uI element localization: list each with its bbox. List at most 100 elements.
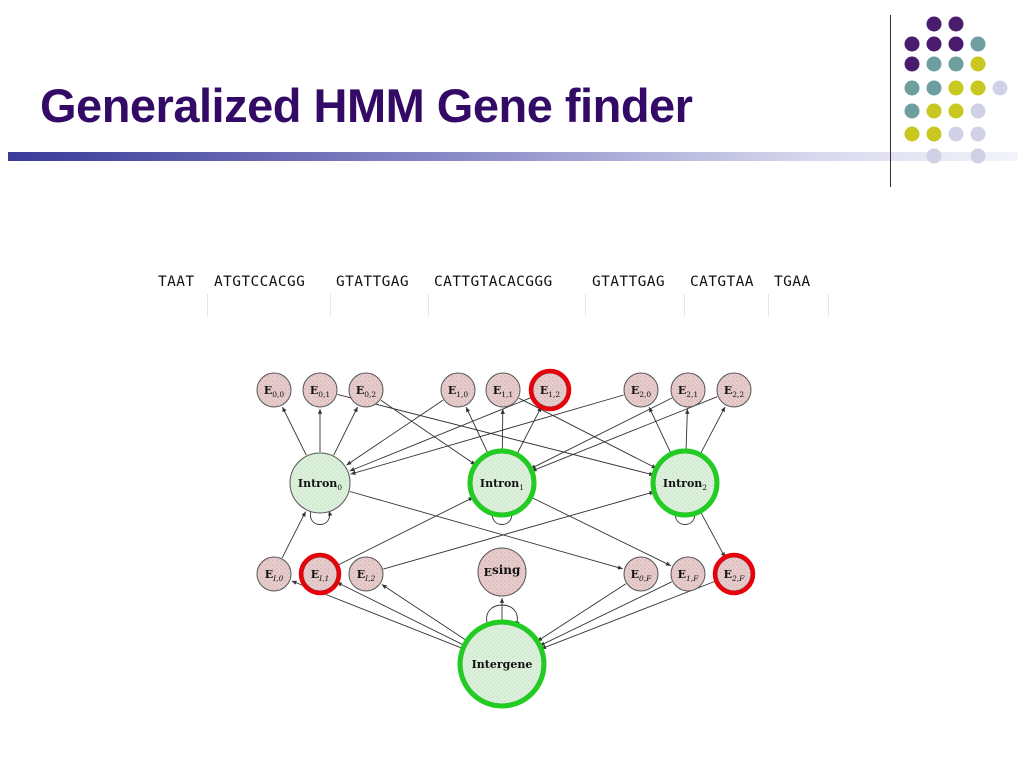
highlight-ring-red bbox=[298, 552, 342, 596]
node-circle bbox=[289, 452, 351, 514]
node-circle bbox=[348, 372, 384, 408]
node-label-subscript: I,0 bbox=[272, 574, 283, 583]
state-node-e22: E2,2 bbox=[716, 372, 752, 408]
state-node-e21: E2,1 bbox=[670, 372, 706, 408]
node-label-subscript: 1,2 bbox=[548, 390, 560, 399]
sequence-segment: TGAA bbox=[774, 274, 811, 290]
node-circle bbox=[716, 372, 752, 408]
corner-divider-line bbox=[890, 15, 891, 187]
node-label-subscript: 0,F bbox=[639, 574, 652, 583]
sequence-segment: GTATTGAG bbox=[592, 274, 666, 290]
node-circle bbox=[716, 556, 752, 592]
node-label-subscript: 0,1 bbox=[318, 390, 330, 399]
node-label-base: E bbox=[493, 384, 501, 397]
node-label-base: E bbox=[631, 568, 639, 581]
transition-arrow bbox=[648, 407, 673, 456]
transition-arrow bbox=[465, 407, 490, 456]
state-node-e10: E1,0 bbox=[440, 372, 476, 408]
transition-arrow bbox=[699, 510, 726, 558]
node-circle bbox=[471, 452, 533, 514]
transition-arrow bbox=[500, 408, 505, 453]
node-label: E2,F bbox=[724, 568, 746, 583]
decor-dot bbox=[926, 103, 942, 119]
sequence-divider bbox=[684, 294, 685, 316]
state-node-intron1: Intron1 bbox=[467, 448, 537, 518]
state-node-intergene: Intergene bbox=[457, 619, 547, 709]
decor-dot bbox=[948, 103, 964, 119]
node-label-base: E bbox=[540, 384, 548, 397]
node-label-base: E bbox=[484, 566, 492, 579]
transition-arrow bbox=[281, 511, 307, 559]
state-node-e2f: E2,F bbox=[712, 552, 756, 596]
decor-dot bbox=[970, 148, 986, 164]
state-node-e01: E0,1 bbox=[302, 372, 338, 408]
node-label-subscript: 0 bbox=[337, 483, 342, 492]
transition-arrow bbox=[350, 394, 624, 475]
self-loop-arrow bbox=[486, 604, 520, 627]
node-label-subscript: 2 bbox=[702, 483, 707, 492]
highlight-ring-green bbox=[457, 619, 547, 709]
node-label: E2,1 bbox=[678, 384, 698, 399]
decor-dot bbox=[904, 56, 920, 72]
state-node-ei2: EI,2 bbox=[348, 556, 384, 592]
node-label-base: E bbox=[311, 568, 319, 581]
self-loop-arrow bbox=[675, 510, 698, 525]
sequence-divider bbox=[585, 294, 586, 316]
transition-arrow bbox=[281, 406, 307, 456]
node-label: E0,1 bbox=[310, 384, 330, 399]
node-label: Intron2 bbox=[663, 477, 707, 492]
node-label-base: Intron bbox=[663, 477, 702, 490]
node-label: Intergene bbox=[472, 658, 533, 671]
sequence-divider bbox=[828, 294, 829, 316]
transition-arrow bbox=[291, 580, 465, 650]
node-label-base: E bbox=[724, 384, 732, 397]
title-underline-bar bbox=[8, 152, 1018, 161]
transition-arrow bbox=[349, 396, 534, 472]
decorative-dot-grid bbox=[904, 16, 1008, 164]
node-label: Intron0 bbox=[298, 477, 342, 492]
transition-arrow bbox=[383, 491, 655, 570]
state-node-e00: E0,0 bbox=[256, 372, 292, 408]
node-label-base: E bbox=[265, 568, 273, 581]
node-label-base: E bbox=[448, 384, 456, 397]
state-node-intron0: Intron0 bbox=[289, 452, 351, 514]
decor-dot bbox=[926, 126, 942, 142]
decor-dot bbox=[970, 36, 986, 52]
node-circle bbox=[461, 623, 543, 705]
transition-arrow bbox=[541, 580, 718, 650]
highlight-ring-green bbox=[650, 448, 720, 518]
node-label: E0,2 bbox=[356, 384, 377, 399]
transition-arrow bbox=[381, 584, 469, 642]
node-label-subscript: 0,0 bbox=[272, 390, 284, 399]
state-node-ei1: EI,1 bbox=[298, 552, 342, 596]
decor-dot bbox=[904, 36, 920, 52]
state-node-intron2: Intron2 bbox=[650, 448, 720, 518]
node-circle bbox=[302, 372, 338, 408]
transition-arrow bbox=[539, 581, 672, 647]
highlight-ring-red bbox=[528, 368, 572, 412]
node-circle bbox=[477, 547, 527, 597]
node-circle bbox=[623, 372, 659, 408]
node-label-subscript: 2,0 bbox=[639, 390, 651, 399]
node-label: EI,0 bbox=[265, 568, 284, 583]
state-node-ei0: EI,0 bbox=[256, 556, 292, 592]
decor-dot bbox=[948, 16, 964, 32]
state-node-esing: Esing bbox=[477, 547, 527, 597]
decor-dot bbox=[948, 126, 964, 142]
decor-dot bbox=[904, 80, 920, 96]
sequence-divider bbox=[330, 294, 331, 316]
node-label: E2,2 bbox=[724, 384, 745, 399]
decor-dot bbox=[970, 80, 986, 96]
node-label: E0,0 bbox=[264, 384, 285, 399]
node-label-subscript: sing bbox=[492, 563, 521, 577]
transition-arrow bbox=[337, 393, 655, 476]
node-circle bbox=[256, 372, 292, 408]
transition-arrow bbox=[531, 396, 718, 472]
decor-dot bbox=[926, 148, 942, 164]
self-loop-arrow bbox=[310, 510, 333, 525]
node-label-base: E bbox=[357, 568, 365, 581]
state-node-e1f: E1,F bbox=[670, 556, 706, 592]
node-label-base: Intergene bbox=[472, 658, 533, 671]
transition-arrow bbox=[336, 581, 466, 647]
